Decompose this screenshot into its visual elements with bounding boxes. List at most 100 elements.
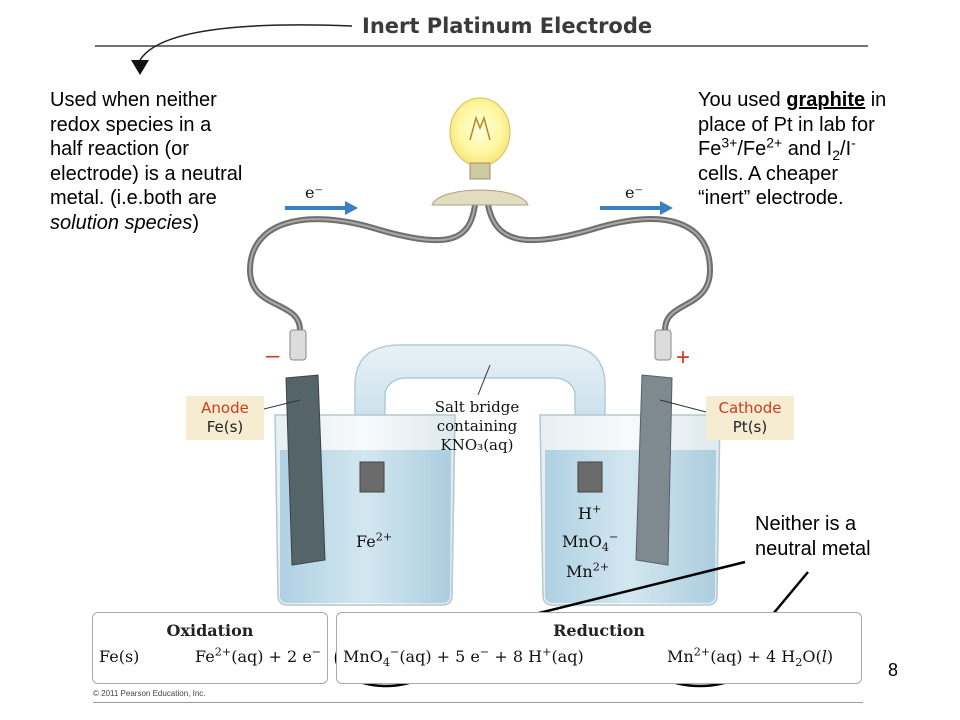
ion-mno4: MnO4− — [562, 530, 619, 555]
ion-mno4-subscript: 4 — [601, 541, 609, 555]
left-clip — [289, 329, 307, 361]
reduction-lhs: MnO4−(aq) + 5 e− + 8 H+(aq) — [343, 645, 584, 670]
cathode-label: Cathode — [718, 399, 782, 417]
minus-sign: – — [266, 342, 280, 369]
red-mno4: MnO — [343, 647, 383, 666]
reduction-rhs: Mn2+(aq) + 4 H2O(l) — [667, 645, 834, 670]
ion-fe2: Fe2+ — [356, 532, 392, 551]
fe2-charge: 2+ — [766, 134, 783, 151]
footer-divider — [93, 702, 863, 703]
ion-mno4-charge: − — [608, 530, 619, 544]
anode-label: Anode — [201, 399, 249, 417]
left-note-line-2: redox species in a — [50, 113, 212, 136]
ox-electrons: (aq) + 2 e — [231, 647, 312, 666]
right-note-text-c: in — [865, 89, 887, 111]
iodide-text: /I — [840, 138, 852, 160]
salt-bridge-leader — [477, 364, 491, 396]
oxidation-heading: Oxidation — [166, 621, 254, 640]
cathode-tag: Cathode Pt(s) — [706, 396, 794, 440]
red-water-close: ) — [826, 647, 834, 666]
ion-mno4-text: MnO — [562, 532, 602, 551]
red-mno4-state: (aq) — [399, 647, 432, 666]
reduction-heading: Reduction — [553, 621, 645, 640]
slide-title: Inert Platinum Electrode — [362, 14, 653, 38]
ion-mn-charge: 2+ — [592, 560, 610, 574]
iodine-text: and I — [782, 138, 833, 160]
neither-note: Neither is a neutral metal — [755, 512, 905, 561]
right-wire-highlight — [487, 204, 712, 331]
title-pointer-arrowhead — [131, 60, 149, 75]
red-h: + 8 H — [489, 647, 543, 666]
bulb-socket — [431, 189, 529, 206]
right-note-graphite: graphite — [786, 89, 866, 111]
plus-sign: + — [676, 344, 691, 371]
red-electron-charge: − — [479, 645, 490, 659]
right-note-line-5: “inert” electrode. — [698, 187, 844, 209]
copyright: © 2011 Pearson Education, Inc. — [93, 689, 206, 698]
cathode-leader — [659, 399, 707, 413]
left-note-italic: solution species — [50, 211, 193, 234]
bulb-glow — [449, 97, 511, 167]
anode-species: Fe(s) — [206, 418, 244, 436]
neither-note-line-2: neutral metal — [755, 537, 871, 560]
fe-text: Fe — [698, 138, 722, 160]
red-water-o: O( — [802, 647, 822, 666]
red-mn-state: (aq) — [710, 647, 743, 666]
red-electrons: + 5 e — [431, 647, 480, 666]
cathode-electrode — [635, 374, 673, 566]
ion-fe-text: Fe — [356, 532, 376, 551]
bridge-left-plug — [359, 461, 385, 493]
ox-electron-charge: − — [311, 645, 322, 659]
right-note-line-4: cells. A cheaper — [698, 162, 839, 185]
i2-subscript: 2 — [832, 147, 841, 163]
ion-mn-text: Mn — [566, 562, 593, 581]
red-mno4-sub: 4 — [382, 656, 390, 670]
red-mno4-charge: − — [389, 645, 400, 659]
salt-bridge-line-1: Salt bridge — [434, 398, 520, 416]
red-water-sub: 2 — [795, 656, 803, 670]
fe2-text: /Fe — [737, 138, 767, 160]
ox-fe: Fe — [195, 647, 215, 666]
red-h-state: (aq) — [551, 647, 584, 666]
right-note: You used graphite in place of Pt in lab … — [698, 88, 943, 211]
salt-bridge-line-3: KNO₃(aq) — [440, 436, 514, 454]
bridge-right-plug — [577, 461, 603, 493]
bulb-base — [469, 162, 491, 180]
ox-fe-charge: 2+ — [214, 645, 232, 659]
electron-label-left: e⁻ — [305, 183, 323, 202]
neither-note-line-1: Neither is a — [755, 513, 857, 535]
salt-bridge-label: Salt bridge containing KNO₃(aq) — [410, 398, 544, 455]
oxidation-lhs: Fe(s) — [99, 647, 140, 666]
red-mn-charge: 2+ — [693, 645, 711, 659]
ion-mn2: Mn2+ — [566, 562, 609, 581]
anode-electrode — [285, 374, 326, 566]
ion-h-charge: + — [591, 502, 602, 516]
left-note-line-5: metal. (i.e.both are — [50, 187, 217, 209]
reduction-box: Reduction MnO4−(aq) + 5 e− + 8 H+(aq) Mn… — [336, 612, 862, 684]
ion-fe-charge: 2+ — [375, 530, 393, 544]
left-note-line-3: half reaction (or — [50, 138, 189, 160]
right-clip — [654, 329, 672, 361]
oxidation-box: Oxidation Fe(s) Fe2+(aq) + 2 e− — [92, 612, 328, 684]
left-wire-highlight — [248, 204, 476, 331]
title-pointer-arrow — [139, 24, 353, 61]
left-note-paren: ) — [192, 211, 199, 234]
right-note-line-3: Fe3+/Fe2+ and I2/I- — [698, 134, 943, 163]
page-number: 8 — [888, 660, 899, 680]
fe3-charge: 3+ — [721, 134, 738, 151]
ion-h-text: H — [578, 504, 592, 523]
red-mn: Mn — [667, 647, 694, 666]
left-note: Used when neither redox species in a hal… — [50, 88, 290, 235]
red-water: + 4 H — [742, 647, 796, 666]
right-note-text-a: You used — [698, 89, 787, 111]
ion-h: H+ — [578, 504, 601, 523]
left-note-line-1: Used when neither — [50, 89, 217, 111]
electron-label-right: e⁻ — [625, 183, 643, 202]
right-note-line-1: You used graphite in — [698, 88, 943, 113]
red-water-l: l — [821, 647, 827, 666]
left-note-line-6: solution species) — [50, 211, 290, 236]
red-h-charge: + — [542, 645, 552, 659]
bulb-filament — [469, 115, 491, 141]
right-note-line-2: place of Pt in lab for — [698, 113, 875, 136]
